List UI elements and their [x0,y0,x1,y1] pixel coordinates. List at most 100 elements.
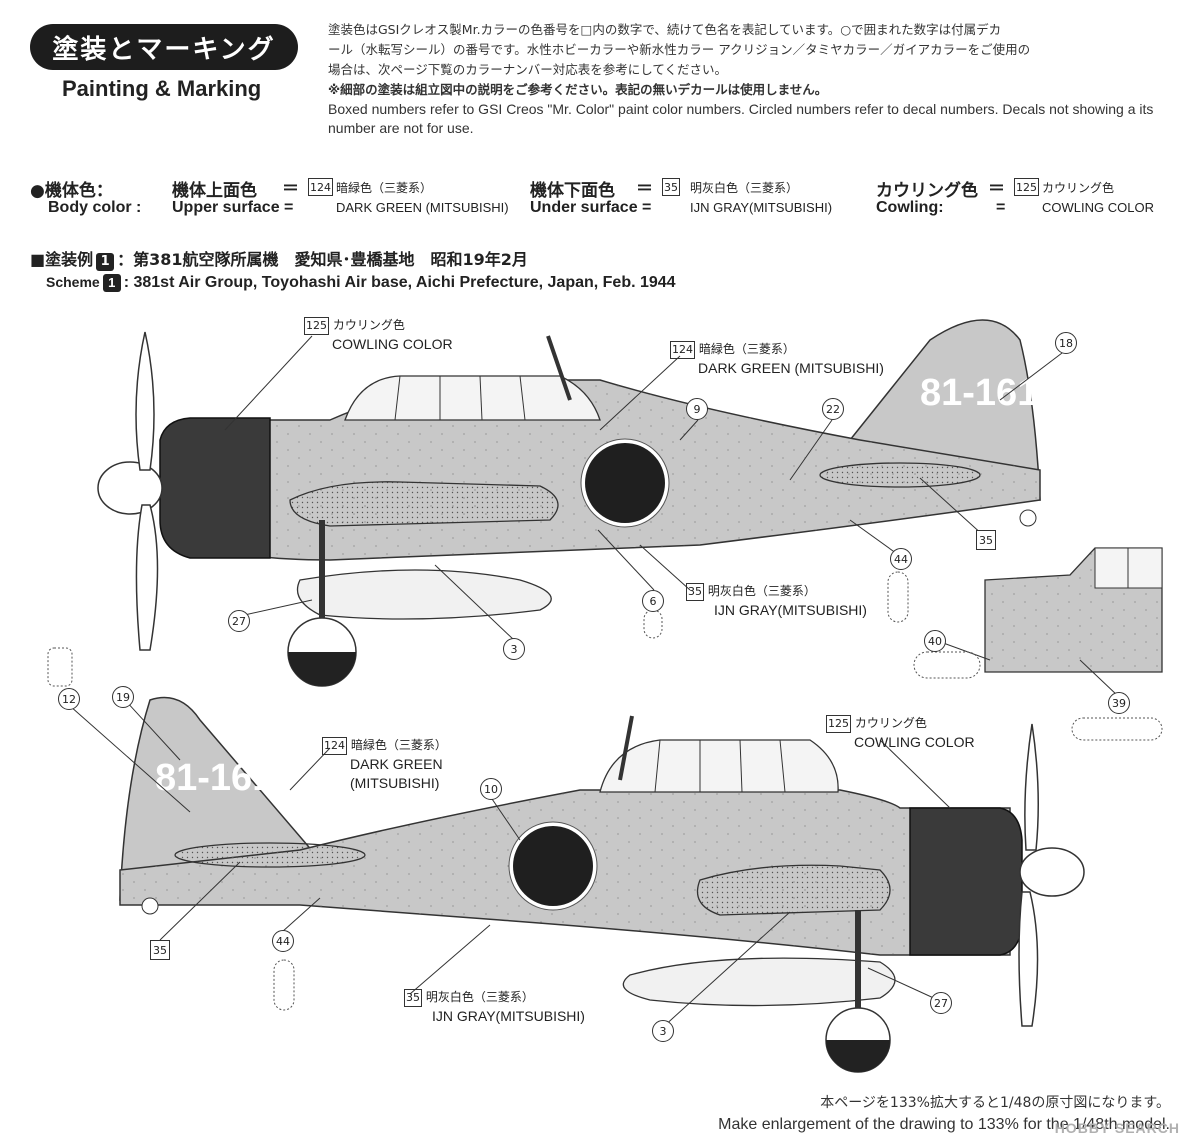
intro-line-3: 場合は、次ページ下覧のカラーナンバー対応表を参考にしてください。 [328,62,728,77]
decal-9-marker: 9 [686,398,708,420]
decal-3-marker-upper: 3 [503,638,525,660]
upper-antenna-mast [546,335,572,401]
callout-gray-upper: 35 明灰白色（三菱系） IJN GRAY(MITSUBISHI) [686,582,867,620]
cowling-color-name-en: COWLING COLOR [1042,200,1154,215]
upper-surface-jp: 機体上面色 [172,181,257,201]
callout-cowling-jp: カウリング色 [332,318,405,332]
upper-color-name-en: DARK GREEN (MITSUBISHI) [336,200,509,215]
body-color-label-jp: ●機体色： [30,181,113,201]
callout-cowling-lower: 125 カウリング色 COWLING COLOR [826,714,975,752]
upper-tail-wheel [1019,509,1037,527]
callout-cowling-num: 125 [304,317,329,335]
lower-antenna-mast [618,715,634,781]
callout-cowling-en-lower: COWLING COLOR [854,734,975,750]
cowling-eq-en: = [996,199,1006,216]
callout-gray-num-lower: 35 [404,989,422,1007]
cockpit-detail-inset [984,547,1163,673]
color-35-marker-lower: 35 [150,940,170,960]
under-color-name-en: IJN GRAY(MITSUBISHI) [690,200,833,215]
decal-27-marker-upper: 27 [228,610,250,632]
cowling-en: Cowling: [876,199,944,216]
lower-tail-code: 81-161 [155,757,273,799]
decal-outlines [47,571,1163,1011]
lower-wing [696,864,891,916]
aircraft-left-profile: 81-161 [97,319,1041,687]
scheme-text-jp: ：第381航空隊所属機 愛知県･豊橋基地 昭和19年2月 [117,250,528,269]
upper-drop-tank [296,569,552,620]
lower-canopy [599,739,839,793]
under-surface-en: Under surface = [530,199,652,216]
intro-text: 塗装色はGSIクレオス製Mr.カラーの色番号を□内の数字で、続けて色名を表記して… [328,20,1178,138]
callout-cowling-en: COWLING COLOR [332,336,453,352]
upper-tail-code: 81-161 [920,372,1038,414]
callout-dkgreen-upper: 124 暗緑色（三菱系） DARK GREEN (MITSUBISHI) [670,340,884,378]
callout-dkgreen-lower: 124 暗緑色（三菱系） DARK GREEN (MITSUBISHI) [322,736,447,793]
under-eq: ＝ [636,179,653,199]
lower-spinner [1019,847,1085,897]
upper-canopy [344,375,601,421]
callout-dkgreen-num: 124 [670,341,695,359]
decal-10-marker: 10 [480,778,502,800]
lower-propeller [1018,723,1039,1027]
callout-dkgreen-num-lower: 124 [322,737,347,755]
decal-3-marker-lower: 3 [652,1020,674,1042]
decal-27-marker-lower: 27 [930,992,952,1014]
upper-surface-en: Upper surface = [172,199,294,216]
callout-gray-en-lower: IJN GRAY(MITSUBISHI) [432,1008,585,1024]
section-title-en: Painting & Marking [62,76,262,101]
decal-19-marker: 19 [112,686,134,708]
decal-6-marker: 6 [642,590,664,612]
scheme-prefix-en: Scheme [46,274,100,290]
upper-color-number: 124 [308,178,333,196]
under-color-name-jp: 明灰白色（三菱系） [690,181,799,195]
leader-lines [69,335,1119,1029]
upper-wing [289,481,559,527]
decal-40-marker: 40 [924,630,946,652]
callout-cowling-jp-lower: カウリング色 [854,716,927,730]
scheme-text-en: : 381st Air Group, Toyohashi Air base, A… [123,274,676,291]
upper-stabilizer [819,462,981,488]
decal-18-marker: 18 [1055,332,1077,354]
decal-44-marker-lower: 44 [272,930,294,952]
callout-dkgreen-jp-lower: 暗緑色（三菱系） [350,738,447,752]
callout-cowling-num-lower: 125 [826,715,851,733]
section-title-badge: 塗装とマーキング [30,24,298,70]
watermark: HOBBY SEARCH [1054,1120,1180,1136]
lower-hinomaru [513,826,593,906]
callout-dkgreen-en: DARK GREEN (MITSUBISHI) [698,360,884,376]
callout-gray-en: IJN GRAY(MITSUBISHI) [714,602,867,618]
scheme-number-badge-en: 1 [102,274,121,292]
cowling-color-number: 125 [1014,178,1039,196]
callout-gray-lower: 35 明灰白色（三菱系） IJN GRAY(MITSUBISHI) [404,988,585,1026]
callout-gray-jp-lower: 明灰白色（三菱系） [425,990,534,1004]
cowling-eq-jp: ＝ [988,179,1005,199]
upper-spinner [97,461,163,515]
upper-cowling [159,417,271,559]
callout-cowling-upper: 125 カウリング色 COWLING COLOR [304,316,453,354]
lower-stabilizer [174,842,366,868]
decal-22-marker: 22 [822,398,844,420]
scheme-number-badge: 1 [96,253,115,271]
cowling-color-name-jp: カウリング色 [1042,181,1115,195]
color-35-marker-upper: 35 [976,530,996,550]
callout-dkgreen-jp: 暗緑色（三菱系） [698,342,795,356]
footer-note-en: Make enlargement of the drawing to 133% … [718,1116,1170,1133]
cowling-jp: カウリング色 [876,181,978,201]
upper-eq: ＝ [282,179,299,199]
intro-line-4: ※細部の塗装は組立図中の説明をご参考ください。表記の無いデカールは使用しません。 [328,82,828,97]
under-surface-jp: 機体下面色 [530,181,615,201]
decal-39-marker: 39 [1108,692,1130,714]
intro-line-2: ール（水転写シール）の番号です。水性ホビーカラーや新水性カラー アクリジョン／タ… [328,42,1031,57]
decal-12-marker: 12 [58,688,80,710]
under-color-number: 35 [662,178,680,196]
aircraft-right-profile: 81-161 [119,696,1085,1073]
callout-gray-jp: 明灰白色（三菱系） [707,584,816,598]
callout-gray-num: 35 [686,583,704,601]
upper-hinomaru [585,443,665,523]
body-color-label-en: Body color : [48,199,142,216]
lower-drop-tank [622,957,896,1007]
lower-tail-wheel [141,897,159,915]
